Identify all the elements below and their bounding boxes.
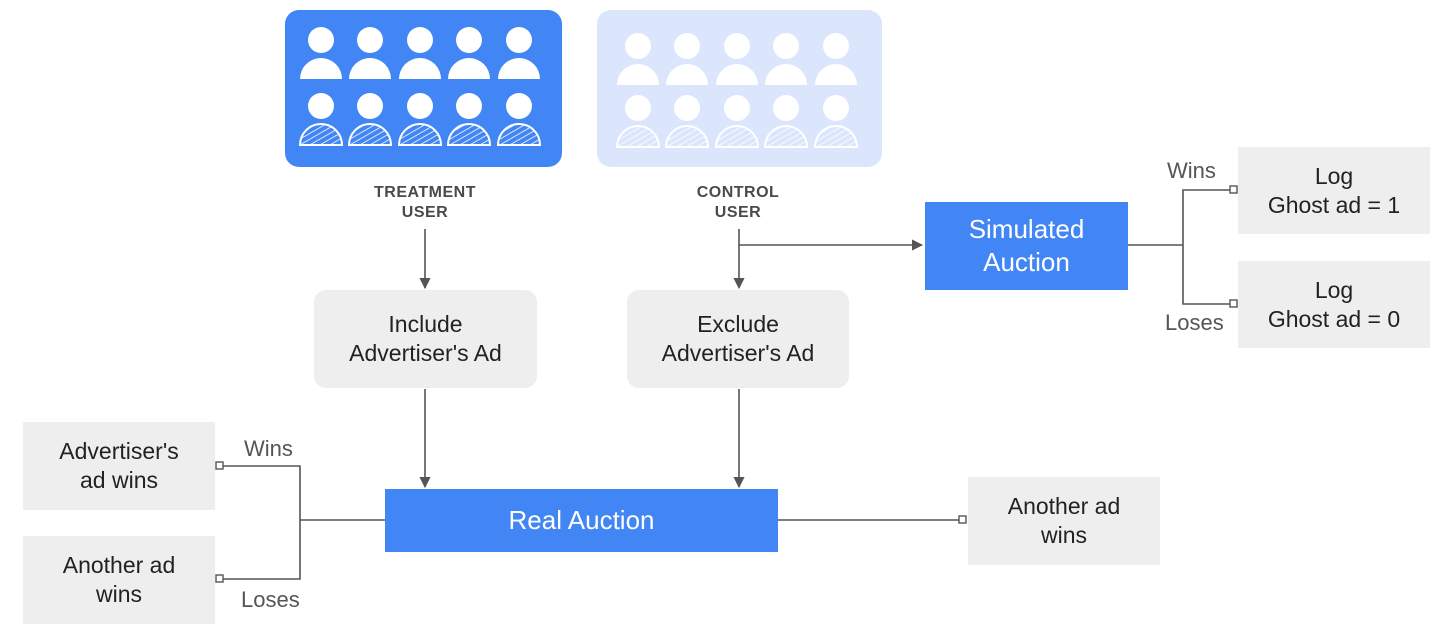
person-icon	[815, 33, 857, 85]
another-ad-wins-right-box: Another ad wins	[968, 477, 1160, 565]
person-icon	[615, 95, 661, 148]
person-icon	[349, 27, 391, 79]
person-icon	[298, 93, 344, 146]
real-auction-box: Real Auction	[385, 489, 778, 552]
exclude-ad-box: Exclude Advertiser's Ad	[627, 290, 849, 388]
advertiser-ad-wins-box: Advertiser's ad wins	[23, 422, 215, 510]
edge-real-wins	[223, 465, 301, 520]
real-loses-label: Loses	[241, 587, 300, 612]
person-icon	[399, 27, 441, 79]
person-icon	[617, 33, 659, 85]
log-ghost-ad-1-box: Log Ghost ad = 1	[1238, 147, 1430, 234]
person-icon	[664, 95, 710, 148]
edge-simulated-wins	[1182, 189, 1231, 245]
connector-end	[958, 515, 967, 524]
real-wins-label: Wins	[244, 436, 293, 461]
control-user-caption: CONTROL USER	[696, 184, 780, 221]
person-icon	[496, 93, 542, 146]
person-icon	[300, 27, 342, 79]
person-icon	[763, 95, 809, 148]
person-icon	[446, 93, 492, 146]
person-icon	[397, 93, 443, 146]
include-ad-box: Include Advertiser's Ad	[314, 290, 537, 388]
edge-real-loses	[223, 520, 301, 580]
connector-end	[215, 461, 224, 470]
connector-end	[215, 574, 224, 583]
person-icon	[347, 93, 393, 146]
person-icon	[498, 27, 540, 79]
person-icon	[714, 95, 760, 148]
simulated-wins-label: Wins	[1167, 158, 1216, 183]
person-icon	[813, 95, 859, 148]
person-icon	[716, 33, 758, 85]
log-ghost-ad-0-box: Log Ghost ad = 0	[1238, 261, 1430, 348]
person-icon	[448, 27, 490, 79]
person-icon	[666, 33, 708, 85]
connector-end	[1229, 299, 1238, 308]
simulated-auction-box: Simulated Auction	[925, 202, 1128, 290]
person-icon	[765, 33, 807, 85]
connector-end	[1229, 185, 1238, 194]
another-ad-wins-left-box: Another ad wins	[23, 536, 215, 624]
simulated-loses-label: Loses	[1165, 310, 1224, 335]
edge-simulated-loses	[1182, 245, 1231, 305]
treatment-user-caption: TREATMENT USER	[374, 184, 476, 221]
